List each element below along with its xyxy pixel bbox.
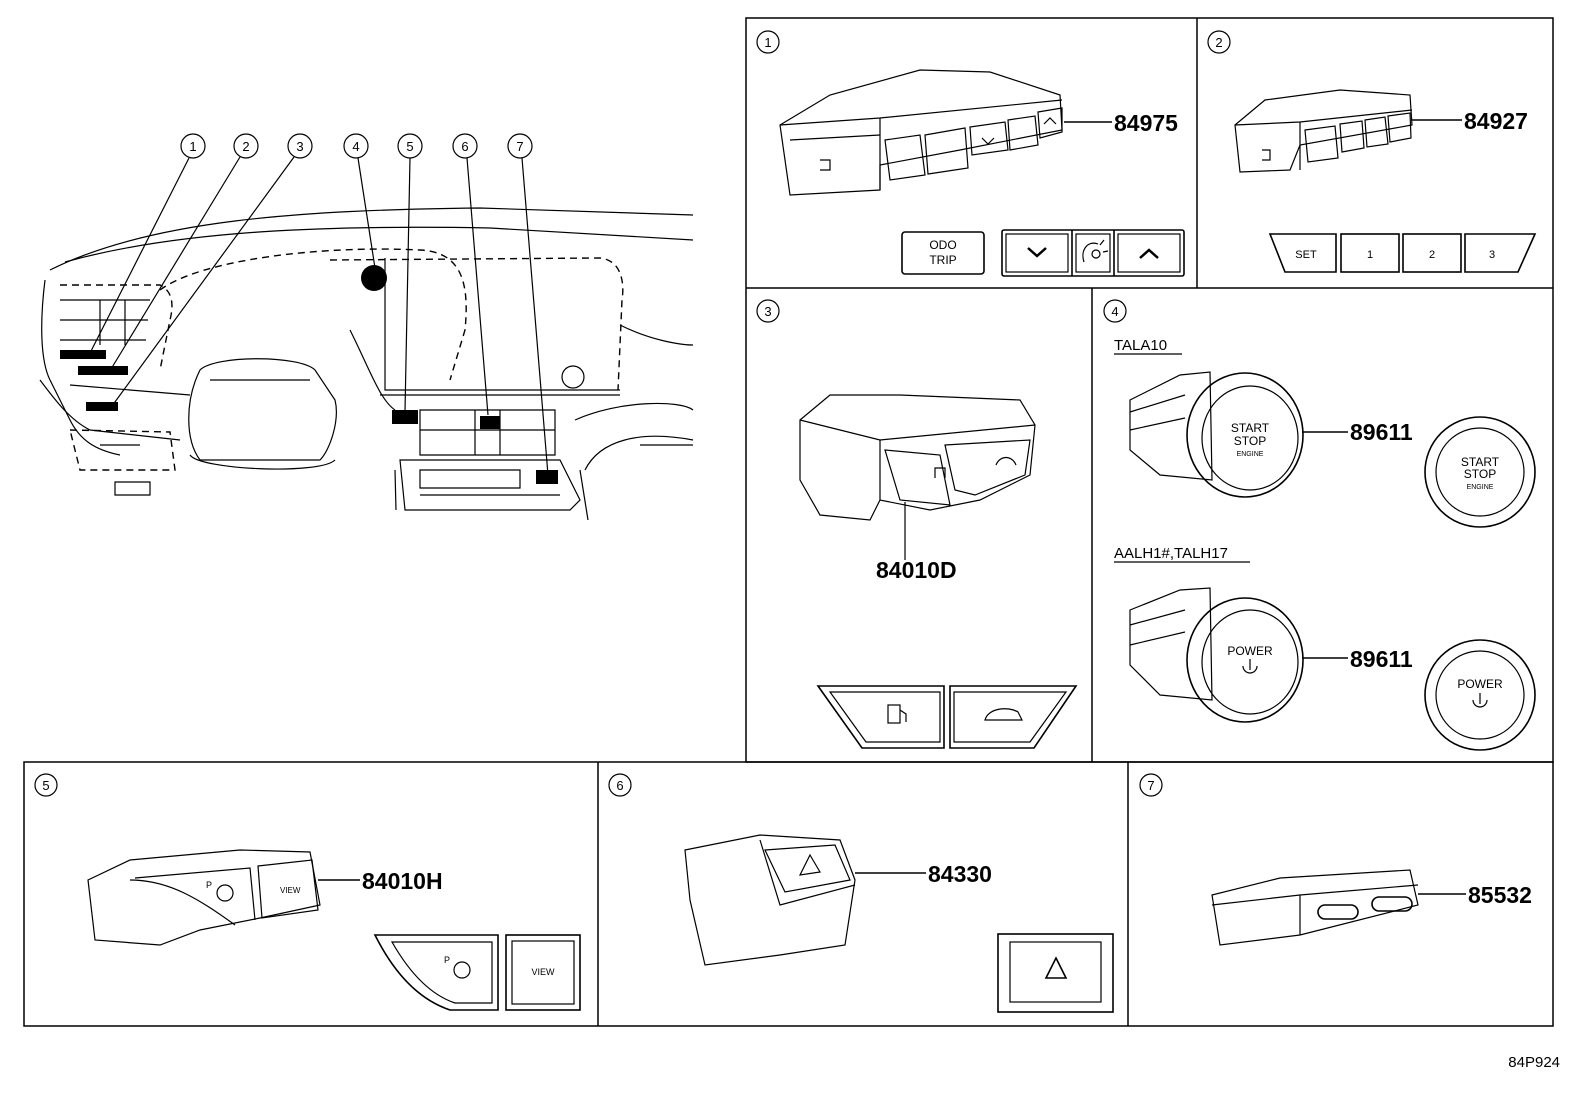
svg-text:1: 1 [764,35,771,50]
power-icon [1242,659,1258,674]
svg-text:TRIP: TRIP [929,253,956,267]
svg-text:89611: 89611 [1350,419,1413,445]
callout-4: 4 [343,133,376,269]
part-marker-5 [392,410,418,424]
svg-text:84330: 84330 [928,861,992,887]
svg-text:1: 1 [189,139,196,154]
callout-3: 3 [111,133,313,407]
usb-port-icon [1317,904,1359,920]
hazard-icon [798,853,821,876]
panel-2: 2 84927 SET 1 2 3 [1207,30,1537,273]
svg-text:6: 6 [616,778,623,793]
svg-text:7: 7 [516,139,523,154]
svg-text:P: P [206,880,212,890]
dimmer-icon [1082,239,1109,263]
svg-text:2: 2 [1215,35,1222,50]
dashboard-overview: 1 2 3 4 5 6 7 [39,133,694,521]
svg-text:3: 3 [1489,249,1495,261]
svg-text:SET: SET [1295,249,1317,261]
svg-text:84927: 84927 [1464,108,1528,134]
svg-text:ENGINE: ENGINE [1467,484,1494,491]
svg-text:POWER: POWER [1457,677,1503,691]
svg-text:5: 5 [406,139,413,154]
panel-6: 6 84330 [608,773,1114,1013]
svg-text:START: START [1231,421,1270,435]
back-door-icon [984,708,1023,721]
chevron-down-icon [1027,247,1047,258]
chevron-up-icon [1139,248,1159,259]
svg-text:STOP: STOP [1234,434,1266,448]
svg-text:84010D: 84010D [876,557,957,583]
fuel-door-icon [887,704,907,724]
callout-1: 1 [87,133,206,358]
steering-icon [453,961,471,979]
svg-text:3: 3 [296,139,303,154]
svg-text:POWER: POWER [1227,644,1273,658]
part-marker-6 [480,416,500,429]
svg-text:85532: 85532 [1468,882,1532,908]
panel-3: 3 84010D [756,299,1078,749]
svg-text:P: P [444,955,450,965]
panel-grid [23,17,1554,1027]
svg-text:7: 7 [1147,778,1154,793]
panel-5: 5 P VIEW 84010H P VIEW [34,773,581,1011]
usb-port-icon [1371,896,1413,912]
svg-text:VIEW: VIEW [531,967,555,977]
callout-4-marker [361,265,387,291]
svg-text:2: 2 [1429,249,1435,261]
svg-text:6: 6 [461,139,468,154]
svg-text:84975: 84975 [1114,110,1178,136]
svg-text:89611: 89611 [1350,646,1413,672]
svg-text:STOP: STOP [1464,467,1496,481]
part-marker-3 [86,402,118,411]
callout-7: 7 [507,133,549,476]
svg-text:4: 4 [1111,304,1118,319]
panel-1: 1 84975 ODO TRIP [756,30,1185,277]
callout-5: 5 [397,133,423,412]
svg-text:84010H: 84010H [362,868,443,894]
panel-4: 4 TALA10 START STOP ENGINE 89611 START S… [1103,299,1536,751]
diagram-code: 84P924 [1508,1054,1560,1071]
svg-text:TALA10: TALA10 [1114,337,1167,354]
part-marker-2 [78,366,128,375]
svg-text:ODO: ODO [929,238,956,252]
svg-text:2: 2 [242,139,249,154]
svg-text:5: 5 [42,778,49,793]
svg-text:4: 4 [352,139,359,154]
callout-2: 2 [107,133,259,375]
svg-text:AALH1#,TALH17: AALH1#,TALH17 [1114,545,1228,562]
part-marker-1 [60,350,106,359]
hazard-icon [1044,956,1068,979]
svg-text:VIEW: VIEW [280,886,301,895]
callout-6: 6 [452,133,489,416]
panel-7: 7 85532 [1139,773,1532,946]
svg-text:3: 3 [764,304,771,319]
svg-text:ENGINE: ENGINE [1237,451,1264,458]
svg-text:1: 1 [1367,249,1373,261]
part-marker-7 [536,470,558,484]
power-icon [1472,693,1488,708]
svg-text:START: START [1461,455,1500,469]
odo-trip-button-illustration [901,231,985,275]
